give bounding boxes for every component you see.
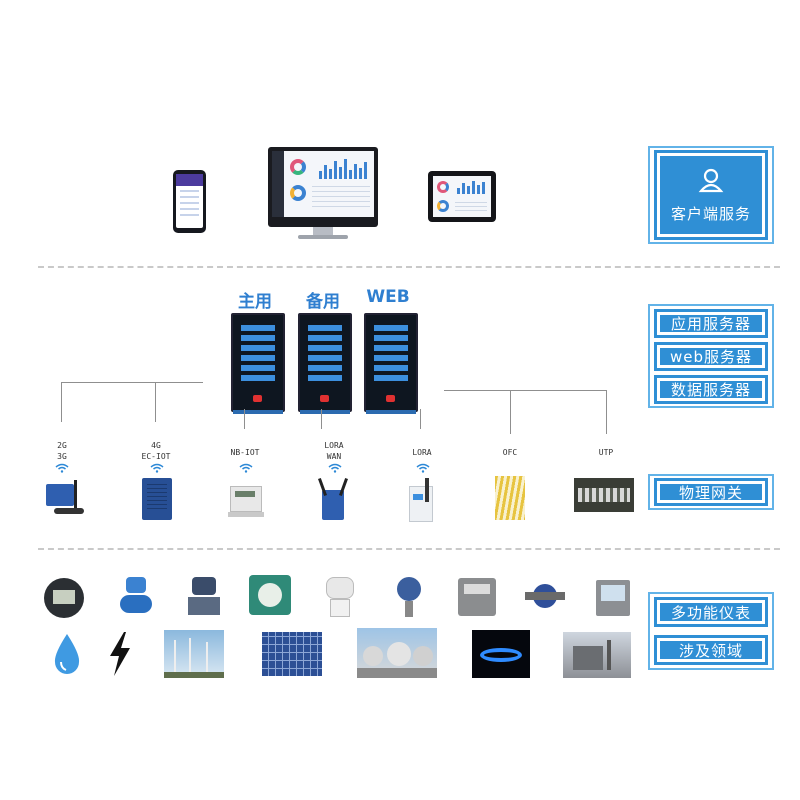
meter-8 — [525, 578, 565, 616]
dtu-4g-device — [142, 478, 172, 520]
substation-image — [563, 632, 631, 678]
meter-3 — [186, 575, 222, 619]
data-server-label: 数据服务器 — [654, 375, 768, 404]
web-server-label: web服务器 — [654, 342, 768, 371]
donut-chart-icon — [290, 159, 306, 175]
wind-farm-image — [164, 630, 224, 678]
backup-server — [298, 313, 352, 414]
phone-device — [173, 170, 206, 233]
tree-line-right-h — [444, 390, 607, 391]
monitor-stand — [313, 227, 333, 235]
gateway-frame — [648, 474, 774, 510]
wifi-icon — [52, 462, 72, 477]
app-server-label: 应用服务器 — [654, 309, 768, 338]
lorawan-gateway-device — [318, 478, 348, 522]
lightning-icon — [108, 632, 132, 680]
gas-tank-image — [357, 628, 437, 678]
tablet-device — [428, 171, 496, 222]
gateway-label-ofc: OFC — [502, 448, 518, 457]
client-service-text: 客户端服务 — [670, 204, 751, 223]
utp-cable-image — [574, 478, 634, 512]
dtu-2g-device — [44, 478, 84, 518]
meter-4 — [249, 575, 291, 615]
gateway-label-nbiot: NB-IOT — [230, 448, 260, 457]
gateway-label-utp: UTP — [598, 448, 614, 457]
meter-1 — [44, 578, 84, 618]
multifunction-meter-label: 多功能仪表 — [654, 597, 768, 627]
lora-module-device — [405, 478, 435, 522]
meter-9 — [596, 580, 630, 616]
physical-gateway-label: 物理网关 — [654, 478, 768, 506]
water-drop-icon — [52, 632, 82, 680]
nbiot-meter-device — [226, 480, 266, 520]
separator-bottom — [38, 548, 780, 550]
meters-frame — [648, 592, 774, 670]
domains-label: 涉及领域 — [654, 635, 768, 665]
fiber-cable-image — [495, 476, 525, 520]
server-frame — [648, 304, 774, 408]
client-service-label: 客户端服务 — [654, 150, 768, 240]
wifi-icon — [325, 462, 345, 477]
web-server-title: WEB — [366, 287, 410, 307]
tree-line-left-h — [61, 382, 203, 383]
separator-top — [38, 266, 780, 268]
monitor-base — [298, 235, 348, 239]
web-server — [364, 313, 418, 414]
meter-6 — [394, 575, 424, 619]
wifi-icon — [236, 462, 256, 477]
meter-7 — [458, 578, 496, 616]
desktop-monitor — [268, 147, 378, 227]
gas-flame-image — [472, 630, 530, 678]
wifi-icon — [413, 462, 433, 477]
bar-chart-icon — [317, 157, 372, 179]
user-icon — [698, 167, 724, 197]
meter-2 — [118, 575, 154, 619]
backup-server-title: 备用 — [306, 292, 340, 312]
primary-server-title: 主用 — [238, 292, 272, 312]
primary-server — [231, 313, 285, 414]
meter-5 — [322, 575, 356, 617]
gateway-label-lora: LORA — [412, 448, 432, 457]
wifi-icon — [147, 462, 167, 477]
solar-panel-image — [262, 632, 322, 676]
client-frame — [648, 146, 774, 244]
